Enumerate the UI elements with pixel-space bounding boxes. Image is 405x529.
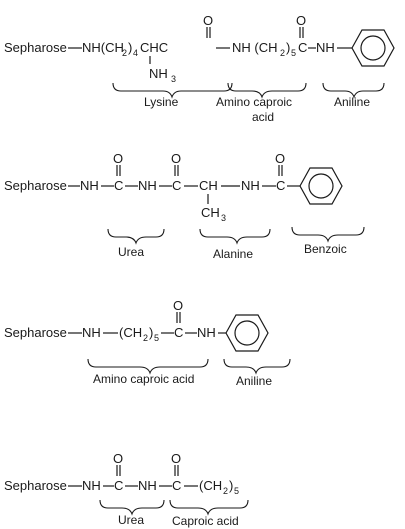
sepharose-label: Sepharose [4,325,67,340]
nh-group: NH [80,178,99,193]
subscript-3: 3 [171,74,176,84]
oxygen-atom: O [173,298,183,313]
brace-caproic [169,499,249,516]
nh-group: NH [82,478,101,493]
brace-aniline [322,82,385,99]
nh-ch2-group: NH(CH [82,40,124,55]
subscript-2: 2 [280,48,285,58]
oxygen-atom: O [203,13,213,28]
benzene-ring-icon [299,167,343,205]
brace-amino-caproic [87,358,209,375]
structure-aminocaproic-aniline: Sepharose NH (CH 2 ) 5 C O NH Amino capr… [4,298,291,388]
label-alanine: Alanine [213,247,253,261]
nh-group: NH [197,325,216,340]
brace-alanine [199,228,271,245]
subscript-4: 4 [133,48,138,58]
brace-benzoic [291,226,365,243]
subscript-3: 3 [221,213,226,223]
carbon-atom: C [172,178,181,193]
brace-urea [107,228,165,245]
carbon-atom: C [298,40,307,55]
label-aniline: Aniline [236,374,272,388]
label-caproic-acid: Caproic acid [172,514,239,528]
subscript-2: 2 [143,333,148,343]
subscript-2: 2 [122,48,127,58]
brace-aniline [223,358,291,375]
carbon-atom: C [172,478,181,493]
label-lysine: Lysine [144,95,179,109]
carbon-atom: C [276,178,285,193]
nh-group: NH [138,478,157,493]
nh-ch2-group: NH (CH [232,40,278,55]
close-paren: ) [229,478,233,493]
nh-group: NH [316,40,335,55]
label-urea: Urea [118,245,144,259]
chc-group: CHC [140,40,168,55]
sepharose-label: Sepharose [4,478,67,493]
subscript-5: 5 [291,48,296,58]
structure-urea-caproic: Sepharose NH C O NH C O (CH 2 ) 5 Urea C… [4,451,249,528]
benzene-ring-icon [351,29,395,67]
oxygen-atom: O [113,451,123,466]
sepharose-label: Sepharose [4,178,67,193]
ch-group: CH [199,178,218,193]
label-urea: Urea [118,513,144,527]
benzene-ring-icon [225,314,269,352]
nh-group: NH [138,178,157,193]
label-amino-caproic-acid: Amino caproic acid [93,372,194,386]
oxygen-atom: O [275,151,285,166]
close-paren: ) [286,40,290,55]
label-acid: acid [252,110,274,124]
label-amino-caproic: Amino caproic [216,95,292,109]
label-aniline: Aniline [334,95,370,109]
carbon-atom: C [174,325,183,340]
structure-urea-alanine-benzoic: Sepharose NH C O NH C O CH CH 3 NH C O [4,151,365,261]
close-paren: ) [128,40,132,55]
subscript-5: 5 [154,333,159,343]
label-benzoic: Benzoic [304,242,347,256]
oxygen-atom: O [171,151,181,166]
subscript-5: 5 [234,486,239,496]
oxygen-atom: O [113,151,123,166]
brace-urea [99,499,165,516]
ch2-group: (CH [199,478,222,493]
carbon-atom: C [114,178,123,193]
subscript-2: 2 [223,486,228,496]
nh-group: NH [241,178,260,193]
nh3-group: NH [149,66,168,81]
carbon-atom: C [114,478,123,493]
nh-group: NH [82,325,101,340]
brace-lysine [112,82,233,99]
structure-lysine-aminocaproic-aniline: Sepharose NH(CH 2 ) 4 CHC O NH 3 NH (CH … [4,13,395,124]
oxygen-atom: O [296,13,306,28]
close-paren: ) [149,325,153,340]
oxygen-atom: O [171,451,181,466]
sepharose-label: Sepharose [4,40,67,55]
ch3-group: CH [201,205,220,220]
brace-amino-caproic [227,82,307,99]
ch2-group: (CH [119,325,142,340]
